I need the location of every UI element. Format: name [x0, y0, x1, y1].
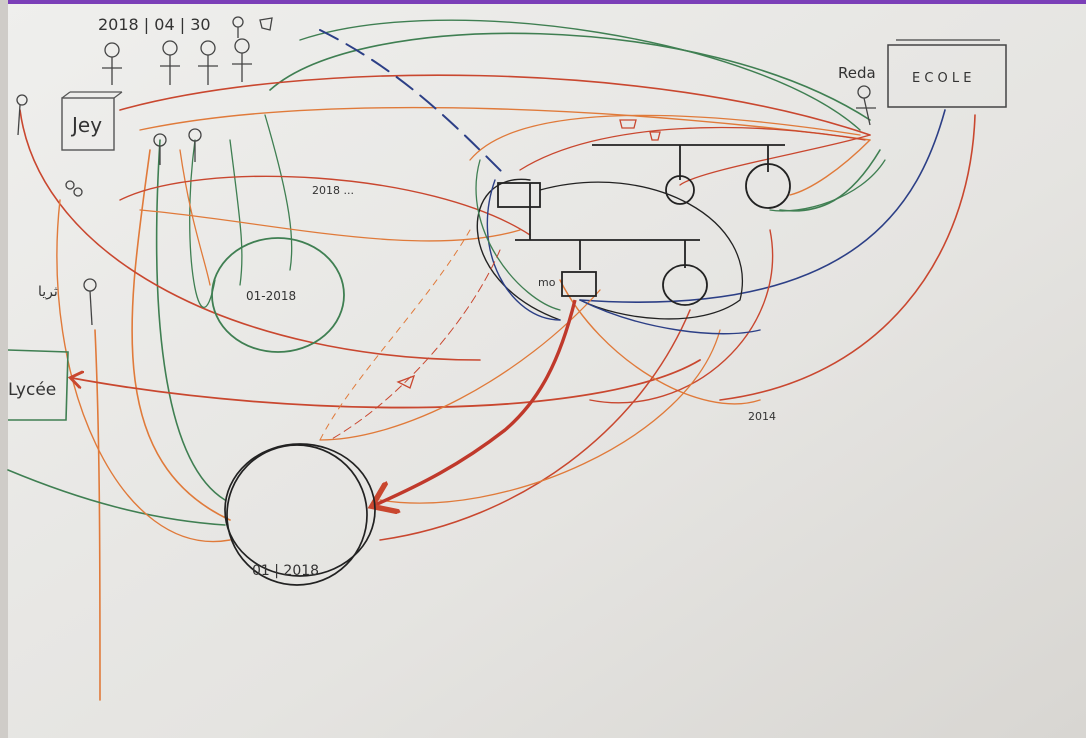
date-top: 2018 | 04 | 30: [98, 15, 211, 34]
label-2018-arrow: 2018 ...: [312, 184, 354, 197]
lycee-label: Lycée: [8, 380, 56, 400]
mo-label: mo: [538, 276, 556, 289]
ecole-label: E C O L E: [912, 71, 972, 86]
arabic-label-left: ثريا: [38, 284, 58, 300]
date-center: 01-2018: [246, 289, 296, 303]
date-bottom: 01 | 2018: [252, 563, 319, 579]
reda-label: Reda: [838, 64, 876, 82]
jey-label: Jey: [70, 113, 102, 137]
top-border: [0, 0, 1086, 4]
left-edge-shadow: [0, 0, 8, 738]
label-2014-arrow: 2014: [748, 410, 776, 423]
